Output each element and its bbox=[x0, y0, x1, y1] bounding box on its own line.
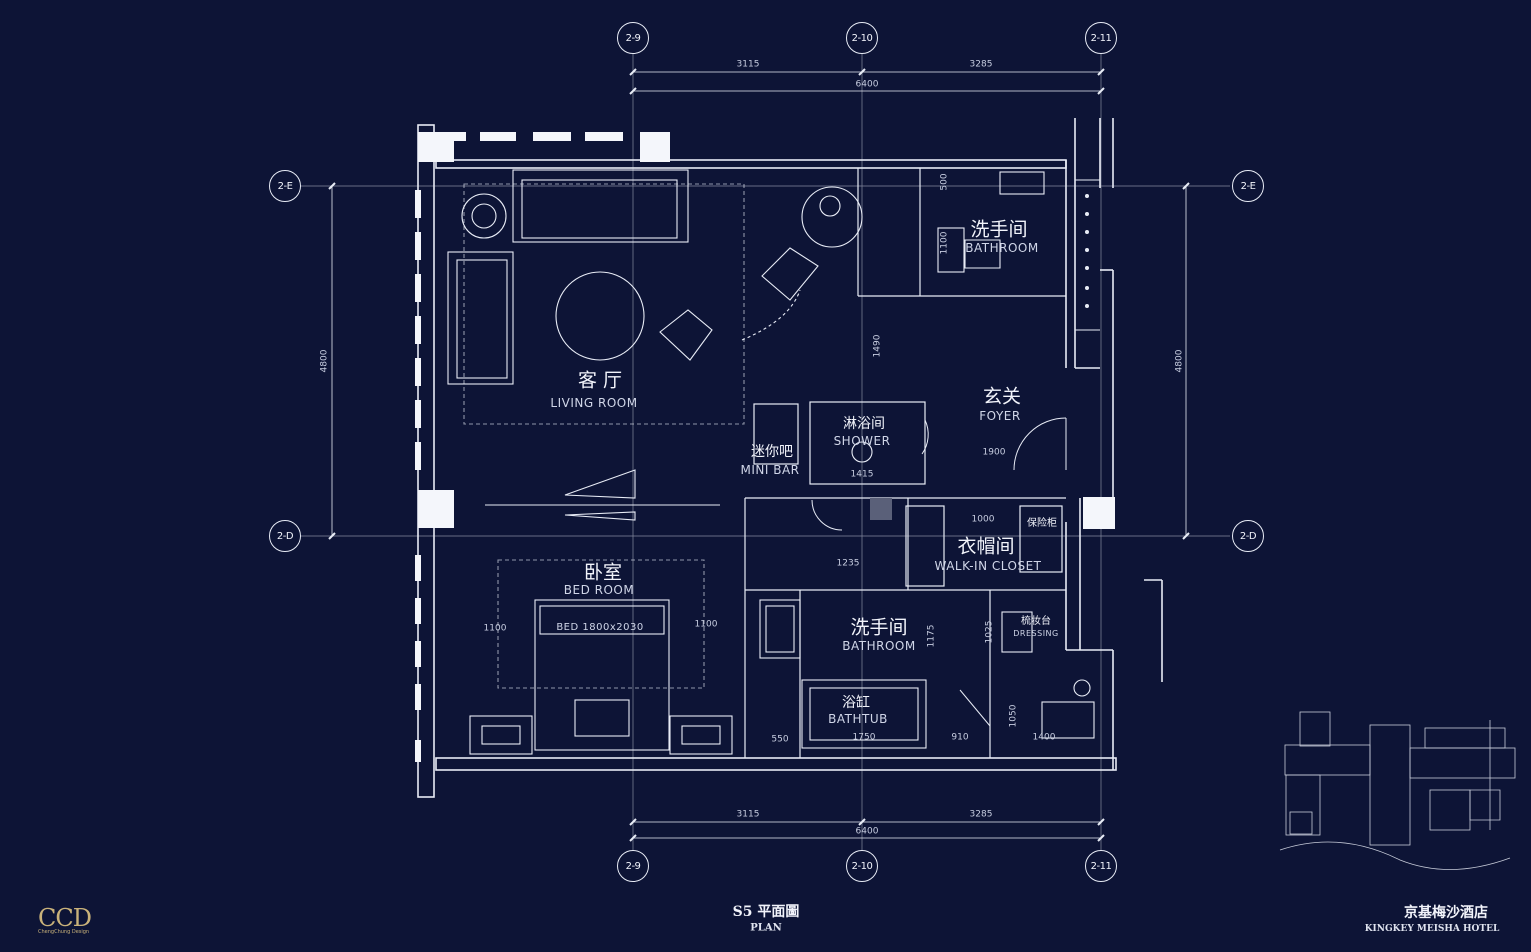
bathtub-label-cn: 浴缸 bbox=[842, 695, 870, 711]
grid-bubble-2-d-right: 2-D bbox=[1232, 520, 1264, 552]
grid-bubble-2-9-top: 2-9 bbox=[617, 22, 649, 54]
grid-bubble-2-9-bottom: 2-9 bbox=[617, 850, 649, 882]
doors bbox=[811, 417, 1067, 727]
closet-label-cn: 衣帽间 bbox=[957, 535, 1015, 558]
hotel-name-cn: 京基梅沙酒店 bbox=[1404, 905, 1488, 921]
dim-top-left: 3115 bbox=[736, 59, 760, 70]
dim-1400: 1400 bbox=[1032, 732, 1056, 743]
living-room-label-en: LIVING ROOM bbox=[550, 396, 638, 410]
bedroom-label-en: BED ROOM bbox=[563, 583, 635, 597]
grid-bubble-2-e-right: 2-E bbox=[1232, 170, 1264, 202]
window-frames bbox=[415, 132, 1115, 762]
bathtub-label-en: BATHTUB bbox=[828, 712, 888, 726]
dim-1050: 1050 bbox=[1008, 704, 1019, 728]
dim-500: 500 bbox=[939, 173, 950, 191]
small-fixtures bbox=[1085, 194, 1089, 308]
minibar-label-en: MINI BAR bbox=[740, 463, 800, 477]
partitions bbox=[744, 168, 1066, 758]
dim-910: 910 bbox=[951, 732, 969, 743]
bed-size-label: BED 1800x2030 bbox=[556, 622, 644, 633]
ccd-logo-subtitle: ChengChung Design bbox=[38, 929, 90, 935]
furniture bbox=[447, 169, 1100, 755]
dim-left-height: 4800 bbox=[319, 349, 330, 373]
living-room-label-cn: 客 厅 bbox=[577, 369, 623, 392]
dim-bottom-left: 3115 bbox=[736, 809, 760, 820]
dim-1235: 1235 bbox=[836, 558, 860, 569]
dim-1900: 1900 bbox=[982, 447, 1006, 458]
foyer-label-en: FOYER bbox=[979, 409, 1021, 423]
grid-bubble-2-10-top: 2-10 bbox=[846, 22, 878, 54]
dim-1100-bath: 1100 bbox=[939, 231, 950, 255]
dim-1175: 1175 bbox=[926, 624, 937, 648]
dressing-label-en: DRESSING bbox=[1013, 629, 1059, 638]
drawing-title-cn: S5 平面圖 bbox=[732, 904, 800, 920]
drawing-title-en: PLAN bbox=[750, 922, 782, 934]
grid-bubble-2-11-top: 2-11 bbox=[1085, 22, 1117, 54]
bathroom-top-label-cn: 洗手间 bbox=[970, 218, 1028, 241]
dim-1490: 1490 bbox=[872, 334, 883, 358]
bedroom-label-cn: 卧室 bbox=[583, 561, 623, 584]
dim-bottom-right: 3285 bbox=[969, 809, 993, 820]
ccd-logo: CCD bbox=[38, 904, 92, 932]
hotel-name-en: KINGKEY MEISHA HOTEL bbox=[1364, 924, 1500, 934]
dressing-label-cn: 梳妆台 bbox=[1021, 616, 1051, 627]
dim-1415: 1415 bbox=[850, 469, 874, 480]
bathroom-label-en: BATHROOM bbox=[842, 639, 916, 653]
dim-1100-right: 1100 bbox=[694, 619, 718, 630]
grid-bubble-2-e-left: 2-E bbox=[269, 170, 301, 202]
dim-1750: 1750 bbox=[852, 732, 876, 743]
foyer-label-cn: 玄关 bbox=[982, 385, 1022, 408]
dim-1100-left: 1100 bbox=[483, 623, 507, 634]
bathroom-top-label-en: BATHROOM bbox=[965, 241, 1039, 255]
grid-bubble-2-11-bottom: 2-11 bbox=[1085, 850, 1117, 882]
key-plan bbox=[1279, 711, 1516, 870]
grid-bubble-2-10-bottom: 2-10 bbox=[846, 850, 878, 882]
minibar-label-cn: 迷你吧 bbox=[751, 444, 793, 460]
dim-right-height: 4800 bbox=[1174, 349, 1185, 373]
safe-label-cn: 保险柜 bbox=[1027, 518, 1057, 529]
shower-label-en: SHOWER bbox=[833, 434, 891, 448]
dim-1025: 1025 bbox=[984, 620, 995, 644]
shower-label-cn: 淋浴间 bbox=[843, 416, 885, 432]
dim-bottom-total: 6400 bbox=[855, 826, 879, 837]
dimension-lines bbox=[328, 68, 1190, 842]
walls bbox=[417, 118, 1163, 798]
dim-1000: 1000 bbox=[971, 514, 995, 525]
closet-label-en: WALK-IN CLOSET bbox=[934, 559, 1042, 573]
dim-top-right: 3285 bbox=[969, 59, 993, 70]
dim-top-total: 6400 bbox=[855, 79, 879, 90]
bathroom-label-cn: 洗手间 bbox=[850, 616, 908, 639]
dim-550: 550 bbox=[771, 734, 789, 745]
grid-bubble-2-d-left: 2-D bbox=[269, 520, 301, 552]
